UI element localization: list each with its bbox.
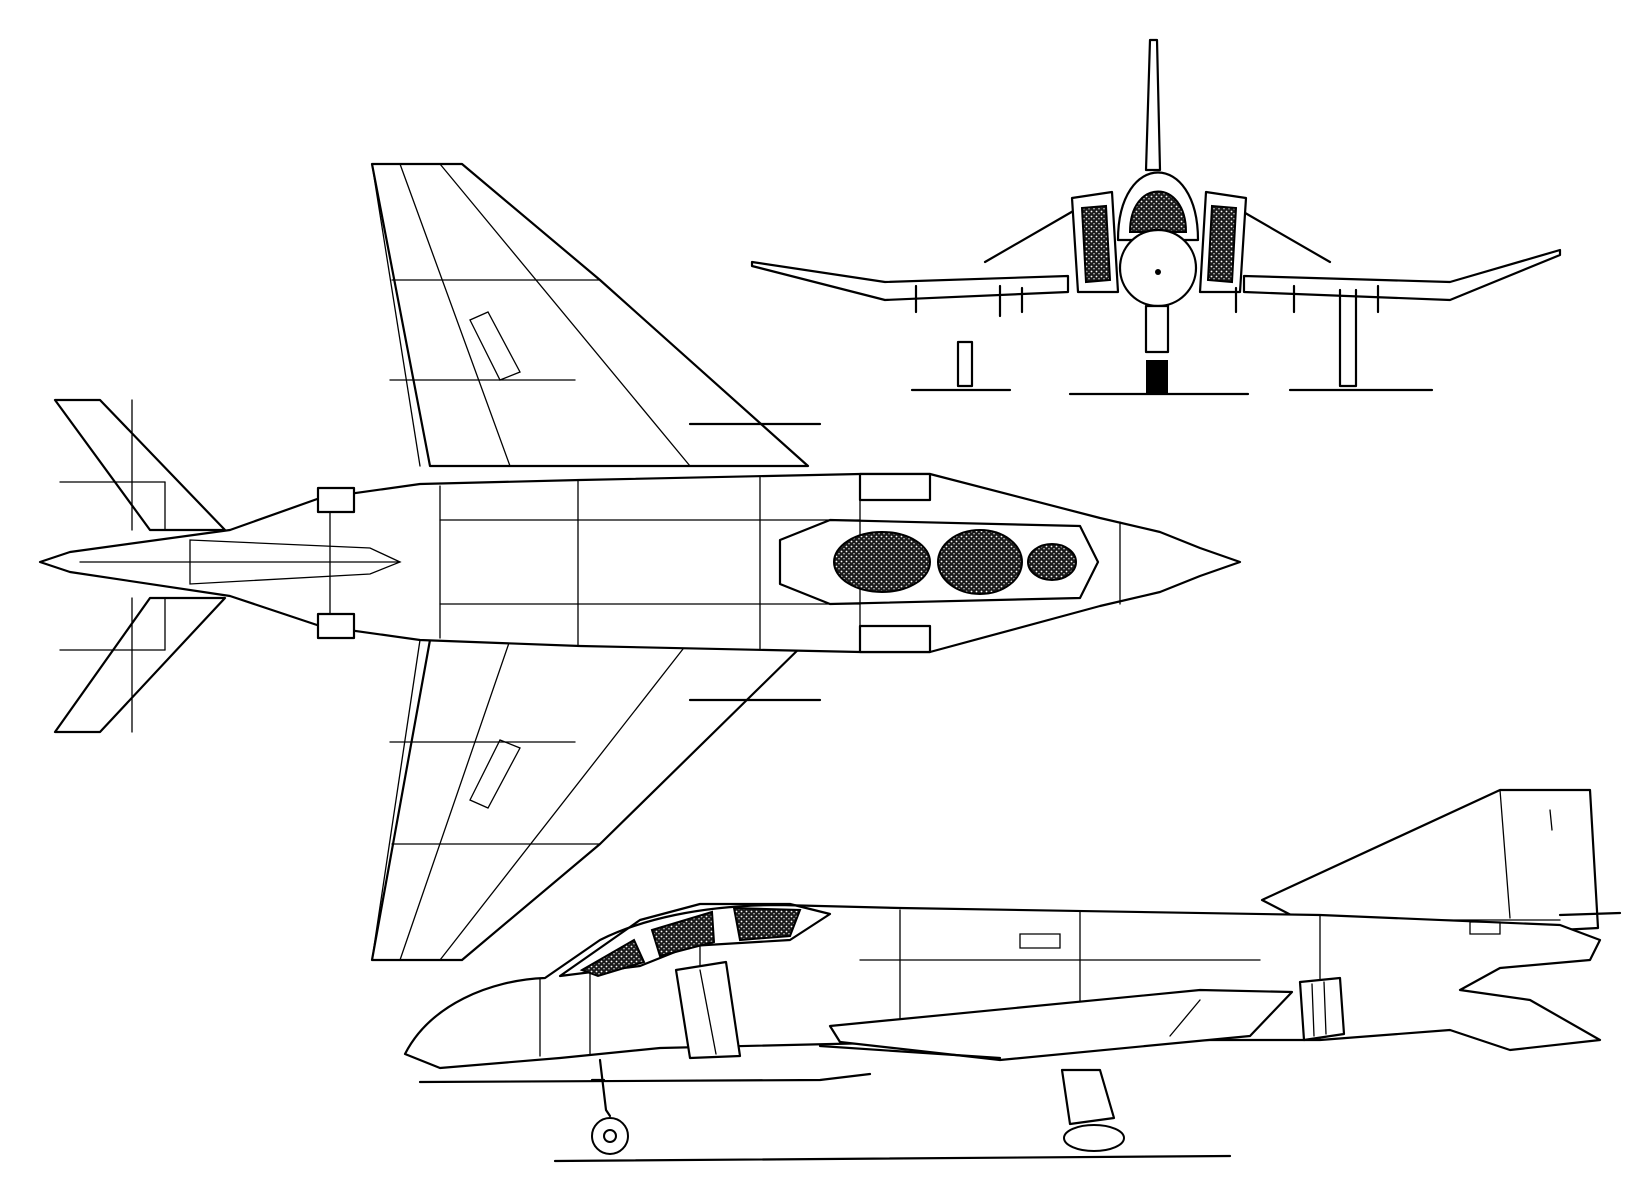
side-front-canopy — [650, 910, 716, 958]
front-right-main-gear — [1338, 288, 1358, 388]
front-left-wing — [750, 260, 1070, 302]
side-windscreen — [579, 938, 646, 978]
plan-canopy-frame — [778, 518, 1100, 606]
plan-view — [38, 162, 1242, 962]
side-main-wheel — [1063, 1124, 1125, 1152]
plan-front-canopy — [937, 529, 1023, 595]
plan-lower-stabilator — [53, 596, 227, 734]
plan-upper-stabilator — [53, 398, 227, 532]
side-main-gear — [1060, 1068, 1116, 1126]
plan-upper-intake — [858, 472, 932, 502]
plan-upper-wing — [370, 162, 810, 468]
side-missile — [818, 1044, 1002, 1060]
front-right-stabilator — [1238, 208, 1332, 264]
side-rear-canopy — [732, 906, 802, 942]
front-left-stabilator — [983, 208, 1077, 264]
side-view — [403, 788, 1622, 1163]
front-view — [750, 38, 1562, 396]
plan-fuselage — [38, 472, 1242, 654]
side-canopy-frame — [558, 902, 832, 978]
plan-lower-nozzle — [316, 612, 356, 640]
side-nozzle — [1298, 976, 1346, 1042]
plan-rear-canopy — [833, 531, 931, 593]
side-nose-gear — [598, 1058, 612, 1118]
plan-windscreen — [1027, 543, 1077, 581]
plan-lower-intake — [858, 624, 932, 654]
side-fin — [1260, 788, 1600, 932]
side-wing — [828, 988, 1294, 1062]
front-nose-gear — [1144, 304, 1170, 354]
plan-upper-nozzle — [316, 486, 356, 514]
side-ground-line — [553, 1154, 1232, 1163]
front-radome — [1118, 228, 1198, 308]
front-left-main-gear — [956, 340, 974, 388]
front-fin — [1144, 38, 1162, 172]
front-right-wing — [1242, 248, 1562, 302]
